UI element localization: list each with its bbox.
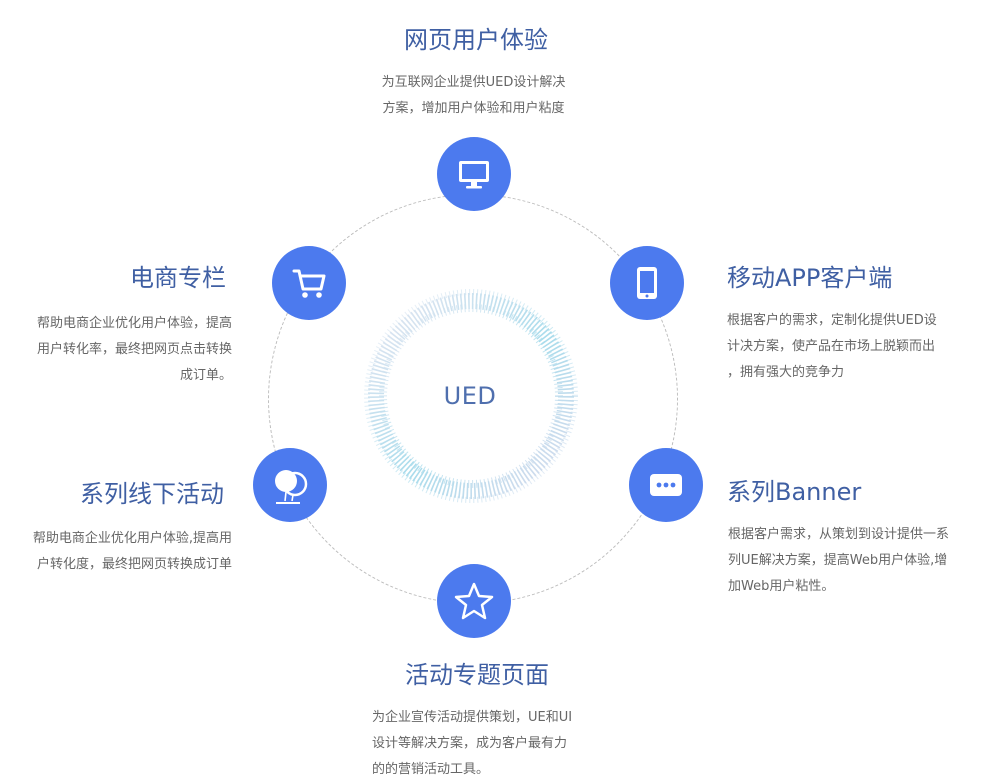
tablet-icon xyxy=(637,267,657,299)
shopping-cart-icon xyxy=(292,269,326,298)
banner-desc: 根据客户需求，从策划到设计提供一系 列UE解决方案，提高Web用户体验,增 加W… xyxy=(728,527,950,594)
ecommerce-node-button[interactable] xyxy=(272,246,346,320)
ecommerce-title: 电商专栏 xyxy=(130,264,226,292)
offline-title: 系列线下活动 xyxy=(80,480,224,508)
center-label: UED xyxy=(443,382,497,410)
mobile-title: 移动APP客户端 xyxy=(727,264,893,292)
ecommerce-desc: 帮助电商企业优化用户体验，提高 用户转化率，最终把网页点击转换 成订单。 xyxy=(36,316,232,383)
more-dots-icon xyxy=(650,474,682,496)
campaign-node-button[interactable] xyxy=(437,564,511,638)
star-icon xyxy=(454,582,494,620)
campaign-title: 活动专题页面 xyxy=(405,661,549,689)
monitor-icon xyxy=(459,161,489,189)
web-title: 网页用户体验 xyxy=(404,26,548,54)
banner-node-button[interactable] xyxy=(629,448,703,522)
balloon-icon xyxy=(275,470,308,504)
offline-node-button[interactable] xyxy=(253,448,327,522)
web-desc: 为互联网企业提供UED设计解决 方案，增加用户体验和用户粘度 xyxy=(381,75,566,116)
campaign-desc: 为企业宣传活动提供策划，UE和UI 设计等解决方案，成为客户最有力 的的营销活动… xyxy=(372,710,573,777)
ued-ring-graphic xyxy=(355,280,587,512)
mobile-node-button[interactable] xyxy=(610,246,684,320)
offline-desc: 帮助电商企业优化用户体验,提高用 户转化度，最终把网页转换成订单 xyxy=(32,531,232,572)
banner-title: 系列Banner xyxy=(727,478,862,506)
web-node-button[interactable] xyxy=(437,137,511,211)
mobile-desc: 根据客户的需求，定制化提供UED设 计决方案，使产品在市场上脱颖而出 ，拥有强大… xyxy=(727,313,937,380)
